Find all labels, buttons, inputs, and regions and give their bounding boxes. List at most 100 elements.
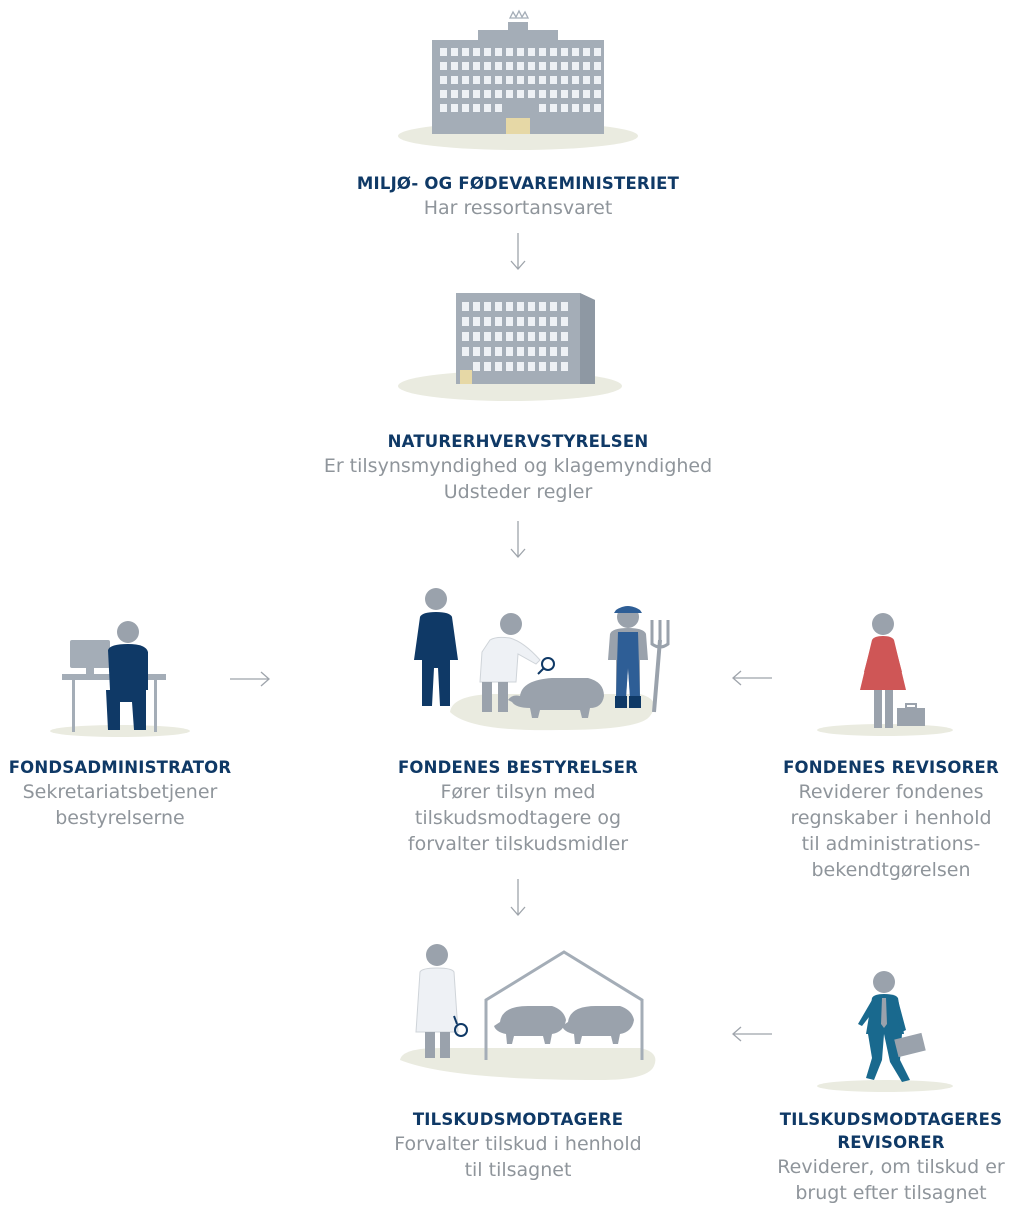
building-window	[440, 104, 447, 112]
fund-admin-desc-1: Sekretariatsbetjener	[22, 781, 218, 803]
building-window	[473, 302, 480, 311]
recipient-auditors-desc-2: brugt efter tilsagnet	[795, 1182, 987, 1204]
auditors-desc-4: bekendtgørelsen	[811, 859, 971, 881]
building-window	[473, 317, 480, 326]
building-window	[495, 76, 502, 84]
building-window	[473, 347, 480, 356]
auditors-desc-1: Reviderer fondenes	[798, 781, 984, 803]
building-window	[528, 332, 535, 341]
building-window	[572, 48, 579, 56]
building-window	[495, 104, 502, 112]
building-window	[451, 76, 458, 84]
auditors-desc-2: regnskaber i henhold	[790, 807, 992, 829]
boards-title: FONDENES BESTYRELSER	[397, 758, 639, 777]
building-window	[473, 48, 480, 56]
building-window	[594, 62, 601, 70]
building-window	[495, 362, 502, 371]
building-window	[484, 332, 491, 341]
building-window	[517, 302, 524, 311]
building-window	[539, 317, 546, 326]
building-window	[550, 90, 557, 98]
boards-desc-3: forvalter tilskudsmidler	[407, 833, 629, 855]
building-window	[539, 104, 546, 112]
building-window	[495, 302, 502, 311]
building-window	[561, 347, 568, 356]
building-window	[506, 62, 513, 70]
building-window	[517, 362, 524, 371]
building-window	[572, 104, 579, 112]
auditors-desc-3: til administrations-	[801, 833, 981, 855]
building-window	[473, 332, 480, 341]
building-window	[506, 48, 513, 56]
building-window	[550, 76, 557, 84]
arrow-right-admin-to-boards	[230, 671, 270, 687]
building-window	[594, 76, 601, 84]
arrow-down-1	[510, 233, 526, 270]
building-window	[550, 332, 557, 341]
boards-group-icon	[414, 588, 670, 731]
building-window	[517, 48, 524, 56]
building-window	[473, 62, 480, 70]
building-window	[451, 62, 458, 70]
building-window	[572, 90, 579, 98]
building-window	[550, 362, 557, 371]
agency-title: NATURERHVERVSTYRELSEN	[387, 432, 649, 451]
building-window	[440, 90, 447, 98]
building-window	[561, 90, 568, 98]
building-window	[484, 302, 491, 311]
barn-pigs-icon	[400, 944, 656, 1080]
building-window	[506, 347, 513, 356]
building-window	[462, 90, 469, 98]
building-window	[495, 332, 502, 341]
building-window	[561, 317, 568, 326]
arrow-left-recipient-auditors-to-recipients	[732, 1026, 772, 1042]
recipient-auditors-desc-1: Reviderer, om tilskud er	[777, 1156, 1005, 1178]
ministry-label: MILJØ- OG FØDEVAREMINISTERIET Har ressor…	[318, 172, 718, 221]
building-window	[528, 90, 535, 98]
building-window	[451, 48, 458, 56]
building-window	[484, 76, 491, 84]
building-window	[550, 347, 557, 356]
building-window	[528, 347, 535, 356]
building-window	[594, 90, 601, 98]
building-window	[462, 347, 469, 356]
building-window	[550, 48, 557, 56]
recipient-auditors-label: TILSKUDSMODTAGERES REVISORER Reviderer, …	[762, 1108, 1020, 1206]
building-window	[528, 48, 535, 56]
building-window	[550, 104, 557, 112]
building-window	[561, 302, 568, 311]
building-window	[528, 302, 535, 311]
building-window	[495, 347, 502, 356]
building-window	[484, 347, 491, 356]
building-window	[506, 90, 513, 98]
building-window	[561, 104, 568, 112]
building-window	[583, 104, 590, 112]
building-window	[528, 76, 535, 84]
auditors-title: FONDENES REVISORER	[783, 758, 999, 777]
fund-admin-title: FONDSADMINISTRATOR	[8, 758, 232, 777]
building-window	[462, 332, 469, 341]
boards-label: FONDENES BESTYRELSER Fører tilsyn med ti…	[368, 756, 668, 857]
building-window	[583, 76, 590, 84]
building-window	[517, 90, 524, 98]
agency-label: NATURERHVERVSTYRELSEN Er tilsynsmyndighe…	[278, 430, 758, 505]
building-window	[539, 347, 546, 356]
building-window	[506, 76, 513, 84]
building-window	[495, 48, 502, 56]
recipient-auditors-title-2: REVISORER	[837, 1133, 945, 1152]
building-window	[517, 347, 524, 356]
building-window	[462, 48, 469, 56]
businessman-icon	[817, 971, 953, 1092]
building-window	[451, 90, 458, 98]
building-window	[462, 302, 469, 311]
building-window	[539, 48, 546, 56]
building-window	[539, 332, 546, 341]
building-window	[539, 62, 546, 70]
building-window	[473, 104, 480, 112]
building-window	[484, 104, 491, 112]
building-window	[583, 90, 590, 98]
building-window	[572, 62, 579, 70]
building-window	[473, 90, 480, 98]
building-window	[462, 76, 469, 84]
ministry-desc-1: Har ressortansvaret	[423, 197, 613, 219]
